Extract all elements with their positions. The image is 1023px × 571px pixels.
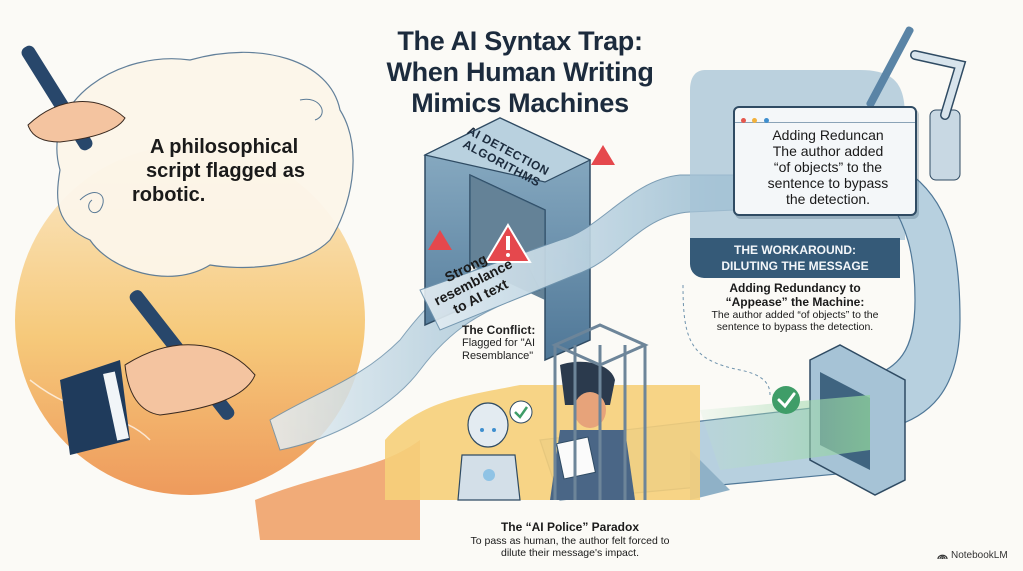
brand-watermark: NotebookLM [937,550,1008,561]
window-line: the detection. [785,191,871,207]
window-minimize-dot [752,118,758,123]
speech-line: script flagged as [146,160,305,182]
brand-label: NotebookLM [951,550,1008,561]
window-close-dot [741,118,746,123]
top-hand-with-pen [21,45,126,151]
check-circle-icon [772,386,800,414]
editor-window: Adding Reduncan The author added “of obj… [733,106,917,216]
window-titlebar [735,108,915,123]
window-maximize-dot [763,118,769,123]
speech-cloud [56,51,354,277]
caged-author [550,323,649,500]
title-line: When Human Writing [386,57,654,87]
warning-triangle-icon [428,230,452,250]
paradox-body: To pass as human, the author felt forced… [470,535,670,559]
robot-arm [866,26,967,181]
banner-line: THE WORKAROUND: [734,243,856,257]
paradox-scene [385,323,700,501]
workaround-heading: Adding Redundancy to [729,281,861,295]
approval-speech-bubble [509,400,533,424]
window-line: “of objects” to the [773,159,883,175]
title-line: The AI Syntax Trap: [397,26,643,56]
workaround-body: The author added “of objects” to the sen… [711,309,879,333]
title-line: Mimics Machines [411,88,629,118]
robot-figure [457,402,521,501]
conflict-caption: The Conflict: Flagged for "AI Resemblanc… [462,324,562,363]
paradox-heading: The “AI Police” Paradox [500,520,640,534]
banner-line: DILUTING THE MESSAGE [721,259,869,273]
window-line: The author added [772,143,884,159]
speech-bubble-text: A philosophical script flagged as roboti… [128,135,328,207]
speech-line: robotic. [132,184,206,206]
warning-triangle-icon [591,145,615,165]
workaround-banner: THE WORKAROUND: DILUTING THE MESSAGE [690,238,900,278]
workaround-heading: “Appease” the Machine: [725,295,865,309]
editor-window-text: Adding Reduncan The author added “of obj… [735,123,915,207]
workaround-caption: Adding Redundancy to “Appease” the Machi… [690,281,900,333]
page-title: The AI Syntax Trap: When Human Writing M… [340,26,700,119]
notebooklm-logo-icon [937,554,948,560]
paradox-caption: The “AI Police” Paradox To pass as human… [470,520,670,559]
connector-line [682,284,771,396]
bottom-hand-with-pen [60,290,256,455]
warning-triangle-icon [484,223,532,263]
approval-gate [700,344,906,496]
conflict-heading: The Conflict: [462,323,536,337]
conflict-body: Flagged for "AI Resemblance" [462,337,535,362]
window-line: sentence to bypass [767,175,889,191]
speech-line: A philosophical [150,136,299,158]
window-line: Adding Reduncan [772,127,884,143]
